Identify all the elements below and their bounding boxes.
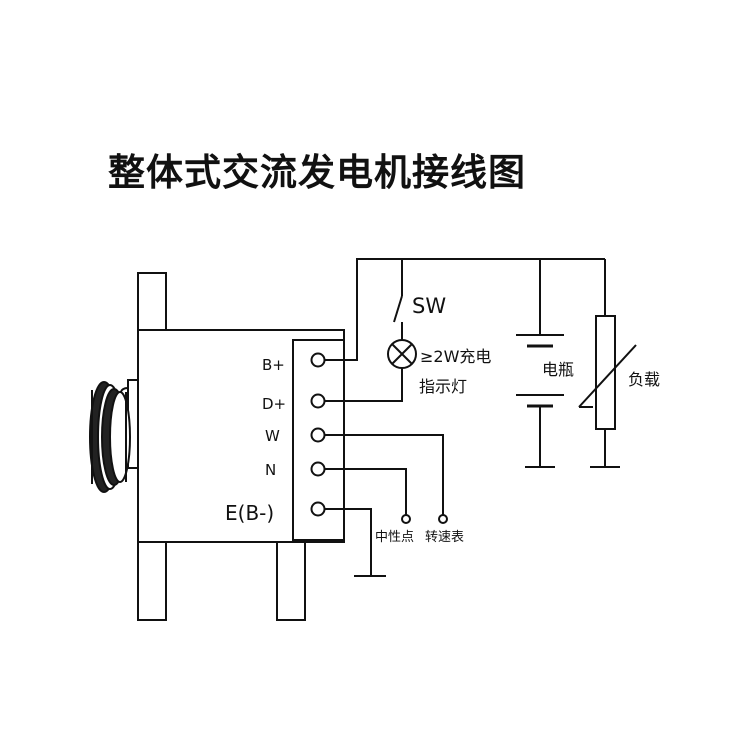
terminal-n [310, 461, 326, 477]
label-switch: SW [412, 294, 446, 318]
top-bracket [137, 272, 167, 331]
tachometer-terminal [438, 514, 448, 524]
label-b-plus: B+ [262, 356, 285, 374]
bottom-left-bracket [137, 541, 167, 621]
wire-d-plus [324, 368, 403, 402]
terminal-d-plus [310, 393, 326, 409]
bottom-right-bracket [276, 541, 306, 621]
label-lamp-line1: ≥2W充电 [420, 347, 491, 366]
label-tachometer: 转速表 [425, 530, 464, 545]
terminal-w [310, 427, 326, 443]
neutral-terminal [401, 514, 411, 524]
label-w: W [265, 427, 280, 445]
wire-b-plus [324, 258, 605, 361]
label-d-plus: D+ [262, 395, 286, 413]
wire-w [324, 434, 444, 515]
wire-e [324, 508, 372, 576]
label-n: N [265, 461, 276, 479]
diagram-title: 整体式交流发电机接线图 [108, 151, 526, 194]
terminal-e [310, 501, 326, 517]
load-variable-arrow [578, 344, 637, 408]
label-e: E(B-) [225, 501, 274, 525]
wire-n [324, 468, 407, 515]
label-neutral: 中性点 [375, 530, 414, 545]
switch-contact [393, 295, 403, 323]
label-load: 负载 [628, 370, 660, 389]
label-lamp-line2: 指示灯 [419, 377, 467, 396]
pulley [89, 379, 138, 493]
load-resistor [595, 315, 616, 430]
terminal-b-plus [310, 352, 326, 368]
label-battery: 电瓶 [542, 360, 574, 379]
